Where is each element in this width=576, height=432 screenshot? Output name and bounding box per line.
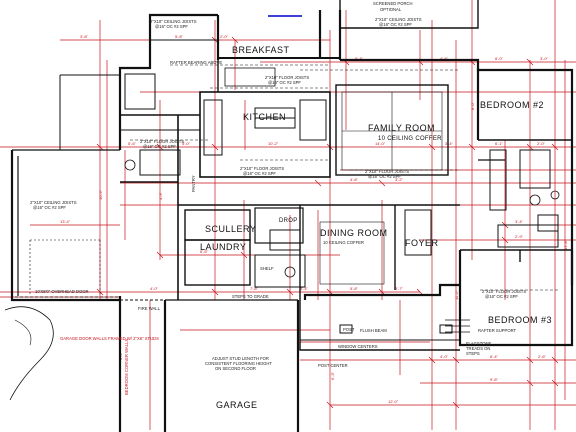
note-ceiling-joists-breakfast-2: @16" OC #2 SPF bbox=[155, 24, 188, 29]
room-label-laundry: LAUNDRY bbox=[200, 242, 246, 252]
joist-markers bbox=[130, 64, 560, 291]
note-floor-joists-4b: @16" OC #2 SPF bbox=[368, 174, 401, 179]
note-flush-beam: FLUSH BEAM bbox=[360, 328, 387, 333]
room-label-kitchen: KITCHEN bbox=[243, 112, 286, 122]
room-label-family-room-sub: 10 CEILING COFFER bbox=[378, 136, 442, 142]
note-adjust-stud-2: CONSISTENT FLOORING HEIGHT bbox=[205, 361, 272, 366]
note-shelf: SHELF bbox=[260, 266, 274, 271]
note-window-centers: WINDOW CENTERS bbox=[338, 344, 378, 349]
note-adjust-stud: ADJUST STUD LENGTH FOR bbox=[212, 356, 269, 361]
note-screened-porch: SCREENED PORCH bbox=[373, 1, 413, 6]
note-garage-joists-b: @16" OC #2 SPF bbox=[33, 205, 66, 210]
svg-text:12'-0": 12'-0" bbox=[388, 399, 399, 404]
note-floor-joists-1: 2"X10" FLOOR JOISTS bbox=[265, 75, 309, 80]
note-bedroom-corner-walls: BEDROOM CORNER WALLS bbox=[124, 339, 129, 395]
note-garage-joists: 2"X10" CEILING JOISTS bbox=[30, 200, 77, 205]
svg-text:4'-6": 4'-6" bbox=[440, 56, 449, 61]
note-floor-joists-bed3b: @16" OC #2 SPF bbox=[485, 294, 518, 299]
svg-text:4'-3": 4'-3" bbox=[158, 191, 163, 200]
svg-text:2'-9": 2'-9" bbox=[515, 234, 524, 239]
svg-text:3'-4": 3'-4" bbox=[515, 219, 524, 224]
svg-text:7'-8": 7'-8" bbox=[250, 286, 259, 291]
note-flagstone-2: TREADS ON bbox=[466, 346, 490, 351]
svg-text:9'-8": 9'-8" bbox=[490, 377, 499, 382]
svg-text:2'-0": 2'-0" bbox=[220, 34, 229, 39]
note-ceiling-joists-breakfast: 2"X10" CEILING JOISTS bbox=[150, 19, 197, 24]
note-porch-post: POST bbox=[343, 327, 355, 332]
svg-text:5'-0": 5'-0" bbox=[182, 141, 191, 146]
svg-text:3'-2": 3'-2" bbox=[395, 177, 404, 182]
room-label-foyer: FOYER bbox=[405, 238, 439, 248]
svg-text:13'-4": 13'-4" bbox=[60, 219, 71, 224]
construction-notes: SCREENED PORCH OPTIONAL 2"X10" CEILING J… bbox=[30, 1, 526, 395]
note-flagstone: FLAGSTONE bbox=[466, 341, 491, 346]
svg-text:3'-8": 3'-8" bbox=[80, 34, 89, 39]
room-labels: BREAKFAST KITCHEN FAMILY ROOM 10 CEILING… bbox=[191, 45, 552, 410]
svg-text:11'-5": 11'-5" bbox=[454, 290, 459, 300]
note-floor-joists-bed3: 2"X10" FLOOR JOISTS bbox=[482, 289, 526, 294]
svg-text:6'-0": 6'-0" bbox=[495, 56, 504, 61]
room-label-breakfast: BREAKFAST bbox=[232, 45, 290, 55]
note-floor-joists-4: 2"X10" FLOOR JOISTS bbox=[365, 169, 409, 174]
note-post-center: POST CENTER bbox=[318, 363, 348, 368]
note-rafter-support: RAFTER SUPPORT bbox=[478, 328, 517, 333]
room-label-garage: GARAGE bbox=[216, 400, 258, 410]
note-floor-joists-2b: @16" OC #2 SPF bbox=[143, 144, 176, 149]
svg-text:4'-8": 4'-8" bbox=[350, 177, 359, 182]
note-dining-ceiling: 10 CEILING COFFER bbox=[323, 240, 364, 245]
note-ceiling-joists-top-2: @16" OC #2 SPF bbox=[379, 22, 412, 27]
note-floor-joists-1b: @16" OC #2 SPF bbox=[268, 80, 301, 85]
svg-text:2'-0": 2'-0" bbox=[537, 141, 546, 146]
room-label-bedroom-2: BEDROOM #2 bbox=[480, 100, 544, 110]
room-label-family-room: FAMILY ROOM bbox=[368, 123, 435, 133]
svg-text:8'-0": 8'-0" bbox=[470, 101, 475, 110]
svg-text:5'-6": 5'-6" bbox=[128, 141, 137, 146]
room-label-pantry: PANTRY bbox=[191, 175, 196, 192]
room-label-bedroom-3: BEDROOM #3 bbox=[488, 315, 552, 325]
svg-text:4'-0": 4'-0" bbox=[150, 286, 159, 291]
note-garage-door-walls: GARAGE DOOR WALLS FRAMED W/ 2"X6" STUDS bbox=[60, 336, 159, 341]
room-label-drop: DROP bbox=[279, 218, 298, 224]
note-steps-to-grade: STEPS TO GRADE bbox=[232, 294, 269, 299]
svg-text:3'-0": 3'-0" bbox=[540, 56, 549, 61]
note-floor-joists-3: 2"X10" FLOOR JOISTS bbox=[240, 166, 284, 171]
room-label-scullery: SCULLERY bbox=[205, 224, 256, 234]
note-floor-joists-2: 2"X10" FLOOR JOISTS bbox=[140, 139, 184, 144]
svg-text:3'-4": 3'-4" bbox=[445, 141, 454, 146]
svg-text:13'-8": 13'-8" bbox=[563, 239, 568, 250]
note-ceiling-joists-top: 2"X10" CEILING JOISTS bbox=[375, 17, 422, 22]
svg-text:10'-6": 10'-6" bbox=[98, 189, 103, 200]
room-label-dining-room: DINING ROOM bbox=[320, 228, 388, 238]
note-rafter-bearing: RAFTER BEARING ABOVE bbox=[170, 60, 222, 65]
svg-text:9'-4": 9'-4" bbox=[355, 56, 364, 61]
svg-text:2'-6": 2'-6" bbox=[538, 354, 547, 359]
svg-text:3'-7": 3'-7" bbox=[395, 286, 404, 291]
note-flagstone-3: STEPS bbox=[466, 351, 480, 356]
svg-text:6'-3": 6'-3" bbox=[330, 371, 335, 380]
dimension-numbers: 5'-6" 5'-0" 10'-2" 14'-0" 3'-4" 6'-1" 2'… bbox=[60, 34, 568, 404]
svg-text:6'-5": 6'-5" bbox=[200, 249, 209, 254]
svg-text:5'-8": 5'-8" bbox=[350, 286, 359, 291]
note-porch-optional: OPTIONAL bbox=[380, 7, 402, 12]
note-overhead-door: 10'X8'0" OVERHEAD DOOR bbox=[35, 289, 89, 294]
svg-text:6'-4": 6'-4" bbox=[490, 354, 499, 359]
walls bbox=[4, 0, 574, 432]
note-fire-wall: FIRE WALL bbox=[138, 306, 161, 311]
note-adjust-stud-3: ON SECOND FLOOR bbox=[215, 366, 256, 371]
svg-text:4'-0": 4'-0" bbox=[440, 354, 449, 359]
svg-text:3'-4": 3'-4" bbox=[300, 286, 309, 291]
svg-text:5'-8": 5'-8" bbox=[175, 34, 184, 39]
note-floor-joists-3b: @16" OC #2 SPF bbox=[243, 171, 276, 176]
svg-text:10'-2": 10'-2" bbox=[268, 141, 279, 146]
svg-text:14'-0": 14'-0" bbox=[375, 141, 386, 146]
svg-text:6'-1": 6'-1" bbox=[495, 141, 504, 146]
